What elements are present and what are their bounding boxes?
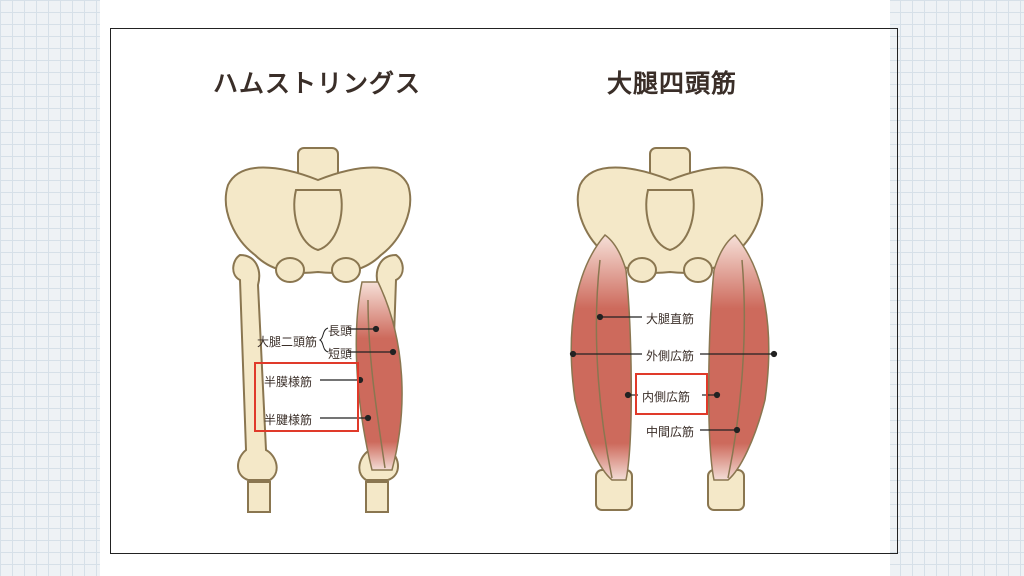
pelvis-left [224,147,412,283]
label-short-head: 短頭 [328,347,353,361]
quadriceps-right [707,233,770,481]
highlight-box-hamstrings [254,362,359,432]
label-semitendinosus: 半腱様筋 [264,413,313,427]
label-vastus-lateralis: 外側広筋 [646,349,695,363]
label-vastus-medialis: 内側広筋 [642,390,691,404]
highlight-box-quadriceps [635,373,708,415]
title-hamstrings: ハムストリングス [212,69,422,98]
label-rectus-femoris: 大腿直筋 [646,312,695,326]
title-quadriceps: 大腿四頭筋 [606,69,738,98]
label-biceps-femoris: 大腿二頭筋 [257,335,318,349]
diagram-frame [110,28,898,554]
pelvis-right [576,147,764,283]
quadriceps-left [570,233,633,481]
label-long-head: 長頭 [328,324,353,338]
label-vastus-intermedius: 中間広筋 [646,425,695,439]
label-semimembranosus: 半膜様筋 [264,375,313,389]
